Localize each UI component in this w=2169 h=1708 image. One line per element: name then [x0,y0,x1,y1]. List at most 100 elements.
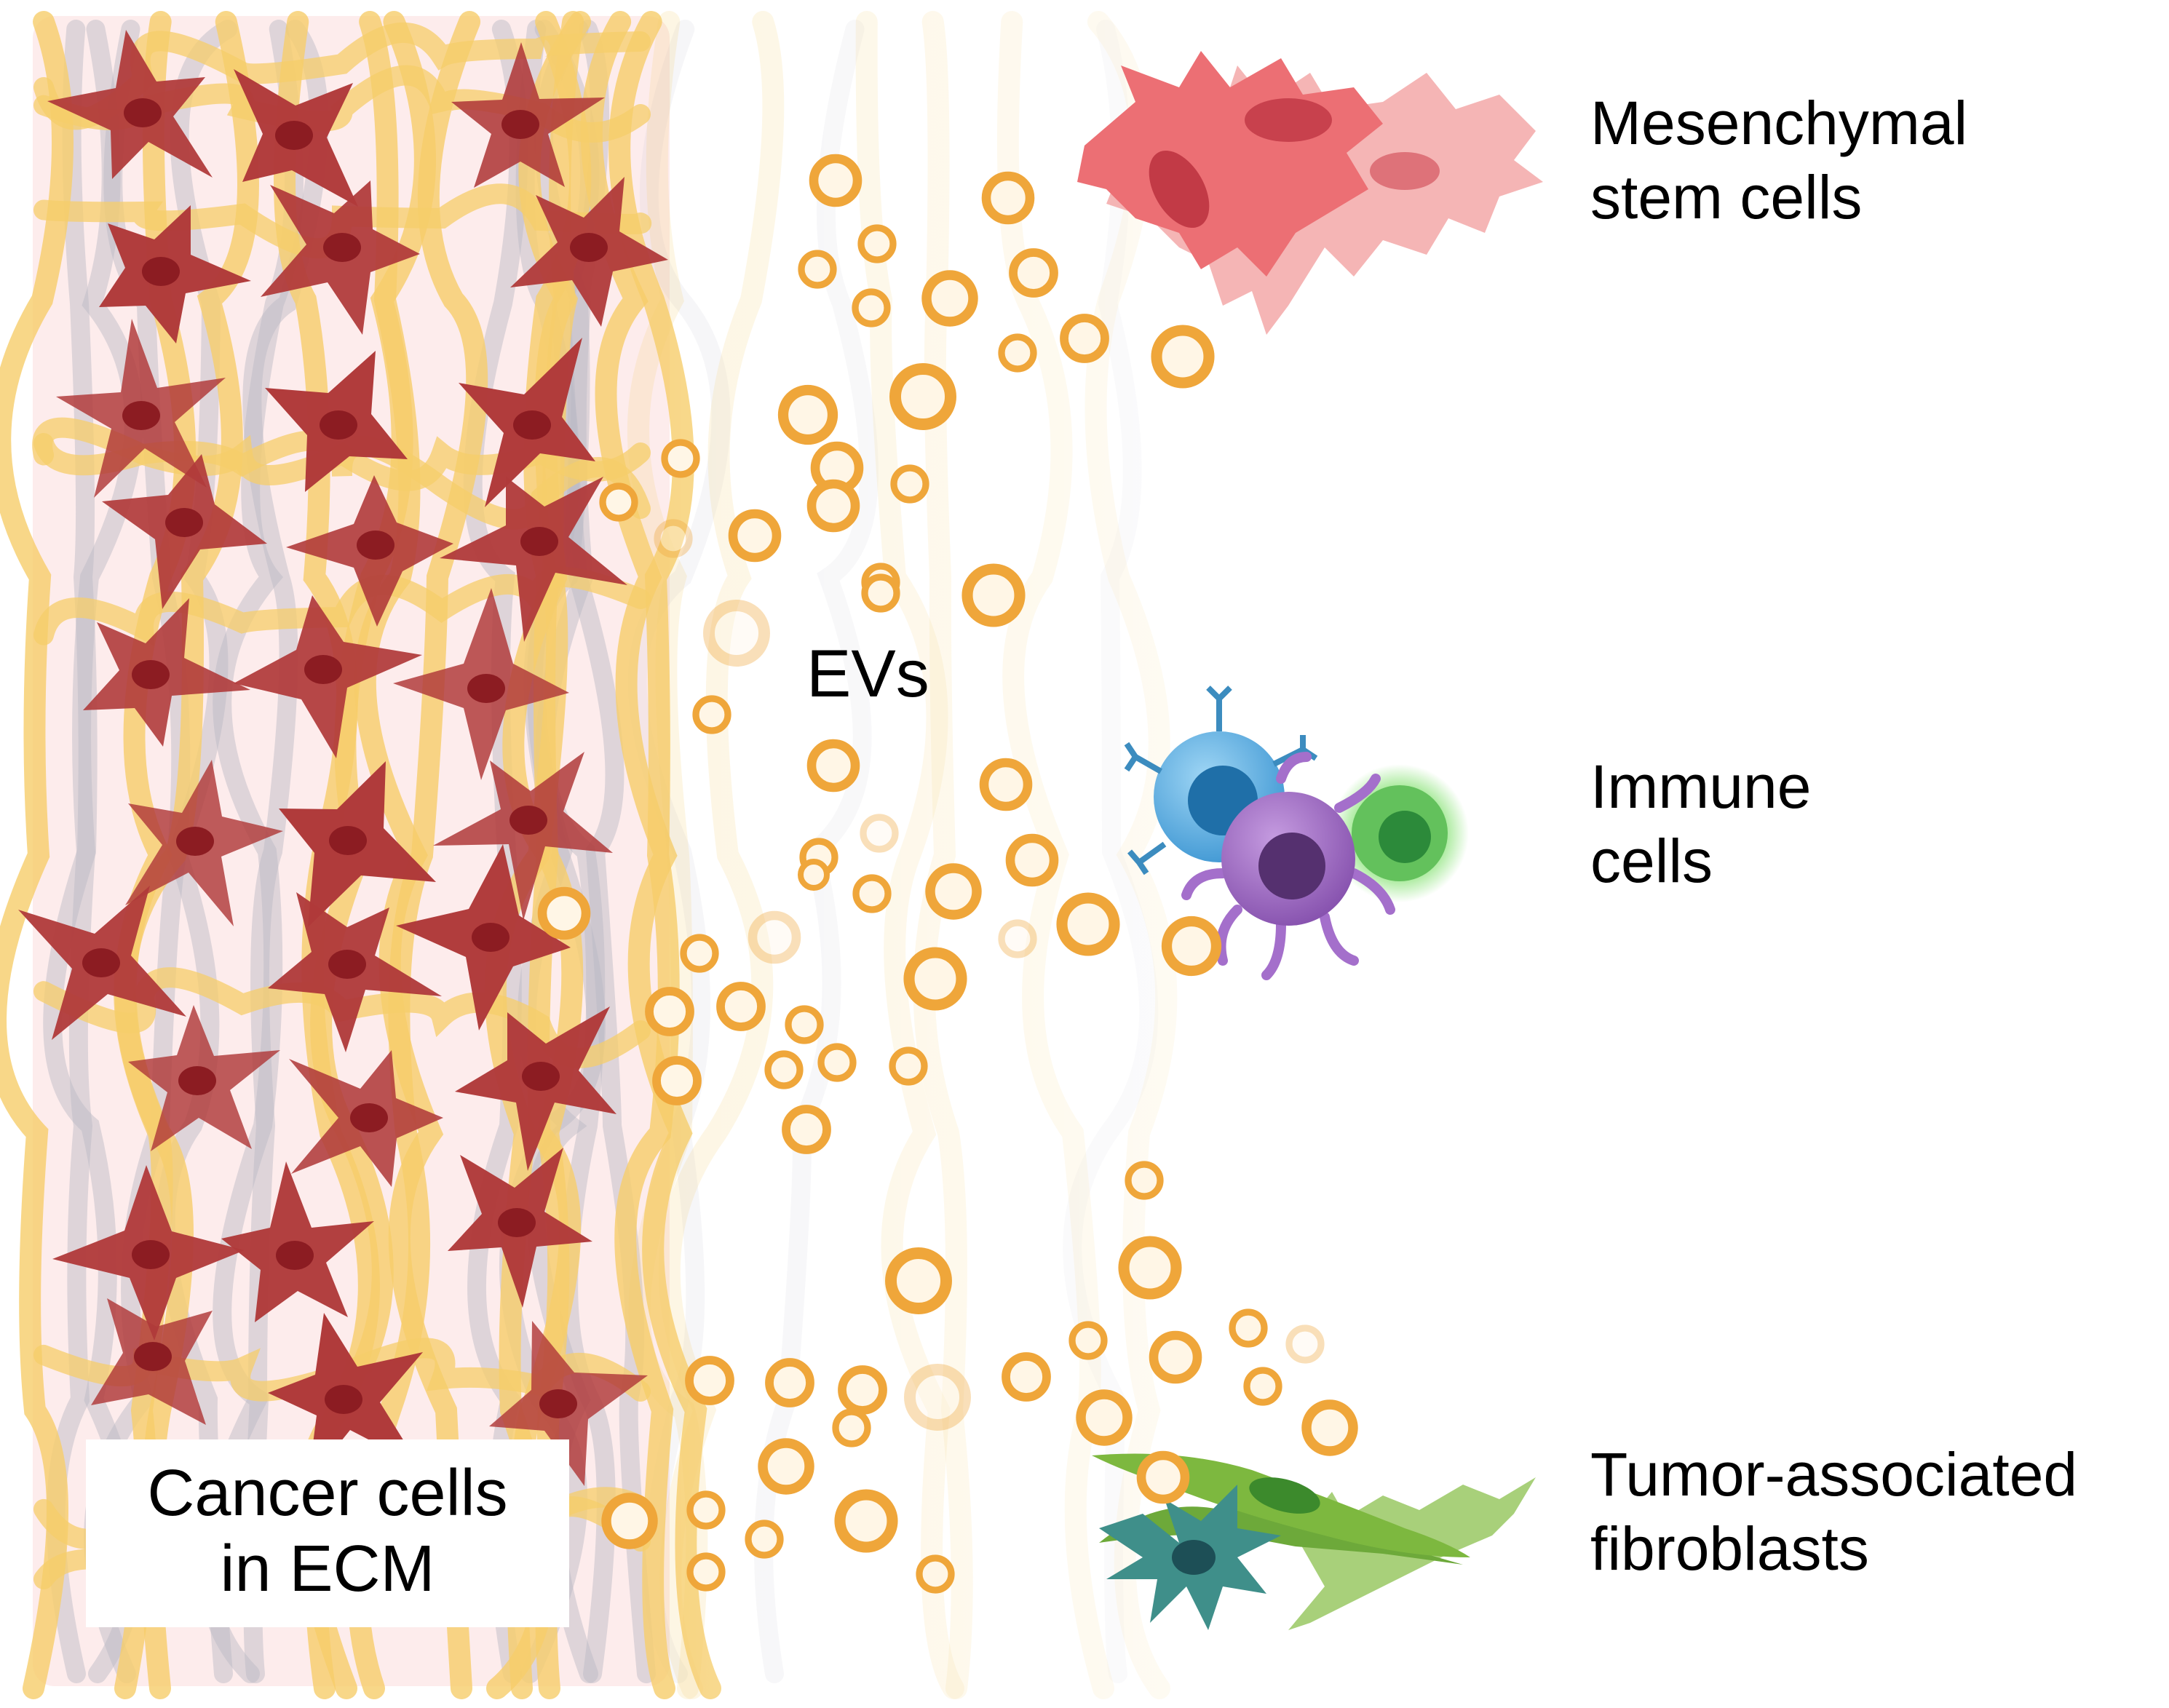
label-mesenchymal-stem-cells: Mesenchymal stem cells [1590,86,1967,235]
cancer-cell-nucleus [357,531,394,560]
extracellular-vesicle-icon [692,695,731,734]
cancer-cell-nucleus [472,923,509,952]
mesenchymal-stem-cell-icon [1077,51,1543,335]
extracellular-vesicle-icon [716,982,766,1031]
cancer-cell-nucleus [329,826,367,855]
extracellular-vesicle-icon [1005,833,1059,887]
extracellular-vesicle-icon [1149,1330,1202,1384]
label-line: fibroblasts [1590,1514,1869,1584]
extracellular-vesicle-icon [834,1489,898,1553]
cancer-cell-nucleus [325,1385,362,1414]
cancer-cell-nucleus [82,948,120,977]
cancer-cell-nucleus [350,1103,388,1132]
extracellular-vesicle-icon [852,874,892,913]
extracellular-vesicle-icon [806,479,860,533]
extracellular-vesicle-icon [703,600,770,667]
cancer-cell-icon [433,752,613,921]
extracellular-vesicle-icon [806,739,860,793]
extracellular-vesicle-icon [652,1056,702,1105]
extracellular-vesicle-icon [916,1554,955,1594]
ecm-fiber [354,11,472,1699]
extracellular-vesicle-icon [728,509,782,563]
extracellular-vesicle-icon [852,288,891,327]
cancer-cell-nucleus [165,508,203,537]
extracellular-vesicle-icon [599,482,638,522]
cancer-cell-nucleus [498,1208,536,1237]
ecm-fiber [46,20,143,1683]
extracellular-vesicle-icon [1161,915,1222,977]
extracellular-vesicle-icon [1009,248,1058,298]
label-immune-cells: Immune cells [1590,750,1811,899]
extracellular-vesicle-icon [1060,314,1109,363]
extracellular-vesicle-icon [686,1552,726,1592]
extracellular-vesicle-icon [654,519,693,558]
extracellular-vesicle-icon [981,171,1035,225]
extracellular-vesicle-icon [1125,1161,1164,1200]
cancer-cell-nucleus [276,1241,314,1270]
label-line: Tumor-associated [1590,1440,2078,1509]
extracellular-vesicle-icon [890,464,929,504]
label-cancer-cells-in-ecm: Cancer cells in ECM [86,1439,569,1608]
extracellular-vesicle-icon [1118,1236,1182,1300]
cancer-cell-nucleus [122,401,160,430]
cancer-cell-nucleus [570,233,608,262]
extracellular-vesicle-icon [601,1493,658,1549]
extracellular-vesicle-icon [758,1438,814,1495]
extracellular-vesicle-icon [1068,1321,1108,1360]
extracellular-vesicle-icon [889,363,956,430]
label-line: in ECM [220,1533,435,1606]
extracellular-vesicle-icon [809,154,863,207]
cancer-cell-nucleus [304,655,342,684]
ecm-fiber [43,20,144,1683]
cancer-cell-nucleus [176,827,214,856]
extracellular-vesicle-icon [885,1247,952,1314]
cancer-cell-nucleus [275,121,313,150]
cancer-cell-nucleus [467,674,505,703]
cancer-cell-nucleus [134,1342,172,1371]
extracellular-vesicle-icon [748,910,801,964]
label-box-cancer-cells: Cancer cells in ECM [86,1439,569,1627]
extracellular-vesicle-icon [921,270,978,327]
ecm-fade [670,0,1179,1708]
extracellular-vesicle-icon [903,947,967,1011]
extracellular-vesicle-group [537,154,1358,1594]
extracellular-vesicle-icon [1243,1367,1282,1406]
cancer-cell-icon [440,477,627,642]
extracellular-vesicle-icon [1002,1352,1051,1402]
extracellular-vesicle-icon [979,758,1033,811]
extracellular-vesicle-icon [764,1050,804,1089]
label-line: Immune [1590,752,1812,821]
ecm-fiber [0,11,74,1699]
extracellular-vesicle-icon [745,1520,784,1559]
label-evs: EVs [806,637,929,711]
extracellular-vesicle-icon [857,224,897,263]
cancer-cell-nucleus [178,1066,216,1095]
extracellular-vesicle-icon [832,1408,871,1447]
cancer-cell-nucleus [323,233,361,262]
cancer-cell-nucleus [539,1389,577,1418]
cancer-cell-nucleus [509,806,547,835]
extracellular-vesicle-icon [838,1365,887,1415]
cancer-cell-nucleus [501,110,539,139]
cancer-cell-nucleus [328,950,366,979]
extracellular-vesicle-icon [861,573,900,613]
cancer-cell-nucleus [513,410,551,440]
extracellular-vesicle-icon [1056,892,1120,956]
cancer-cell-nucleus [522,1062,560,1091]
extracellular-vesicle-icon [782,1105,831,1154]
extracellular-vesicle-icon [1136,1450,1190,1504]
extracellular-vesicle-icon [1301,1399,1358,1456]
extracellular-vesicle-icon [537,886,591,940]
extracellular-vesicle-icon [765,1358,814,1407]
cancer-cell-nucleus [124,98,162,127]
extracellular-vesicle-icon [785,1005,824,1044]
extracellular-vesicle-icon [860,814,899,853]
extracellular-vesicle-icon [817,1043,857,1082]
label-line: stem cells [1590,163,1863,232]
extracellular-vesicle-icon [889,1046,928,1086]
extracellular-vesicle-icon [661,439,700,478]
extracellular-vesicle-icon [777,384,838,445]
cancer-cell-nucleus [320,410,357,440]
extracellular-vesicle-icon [685,1356,734,1405]
extracellular-vesicle-icon [904,1364,971,1431]
